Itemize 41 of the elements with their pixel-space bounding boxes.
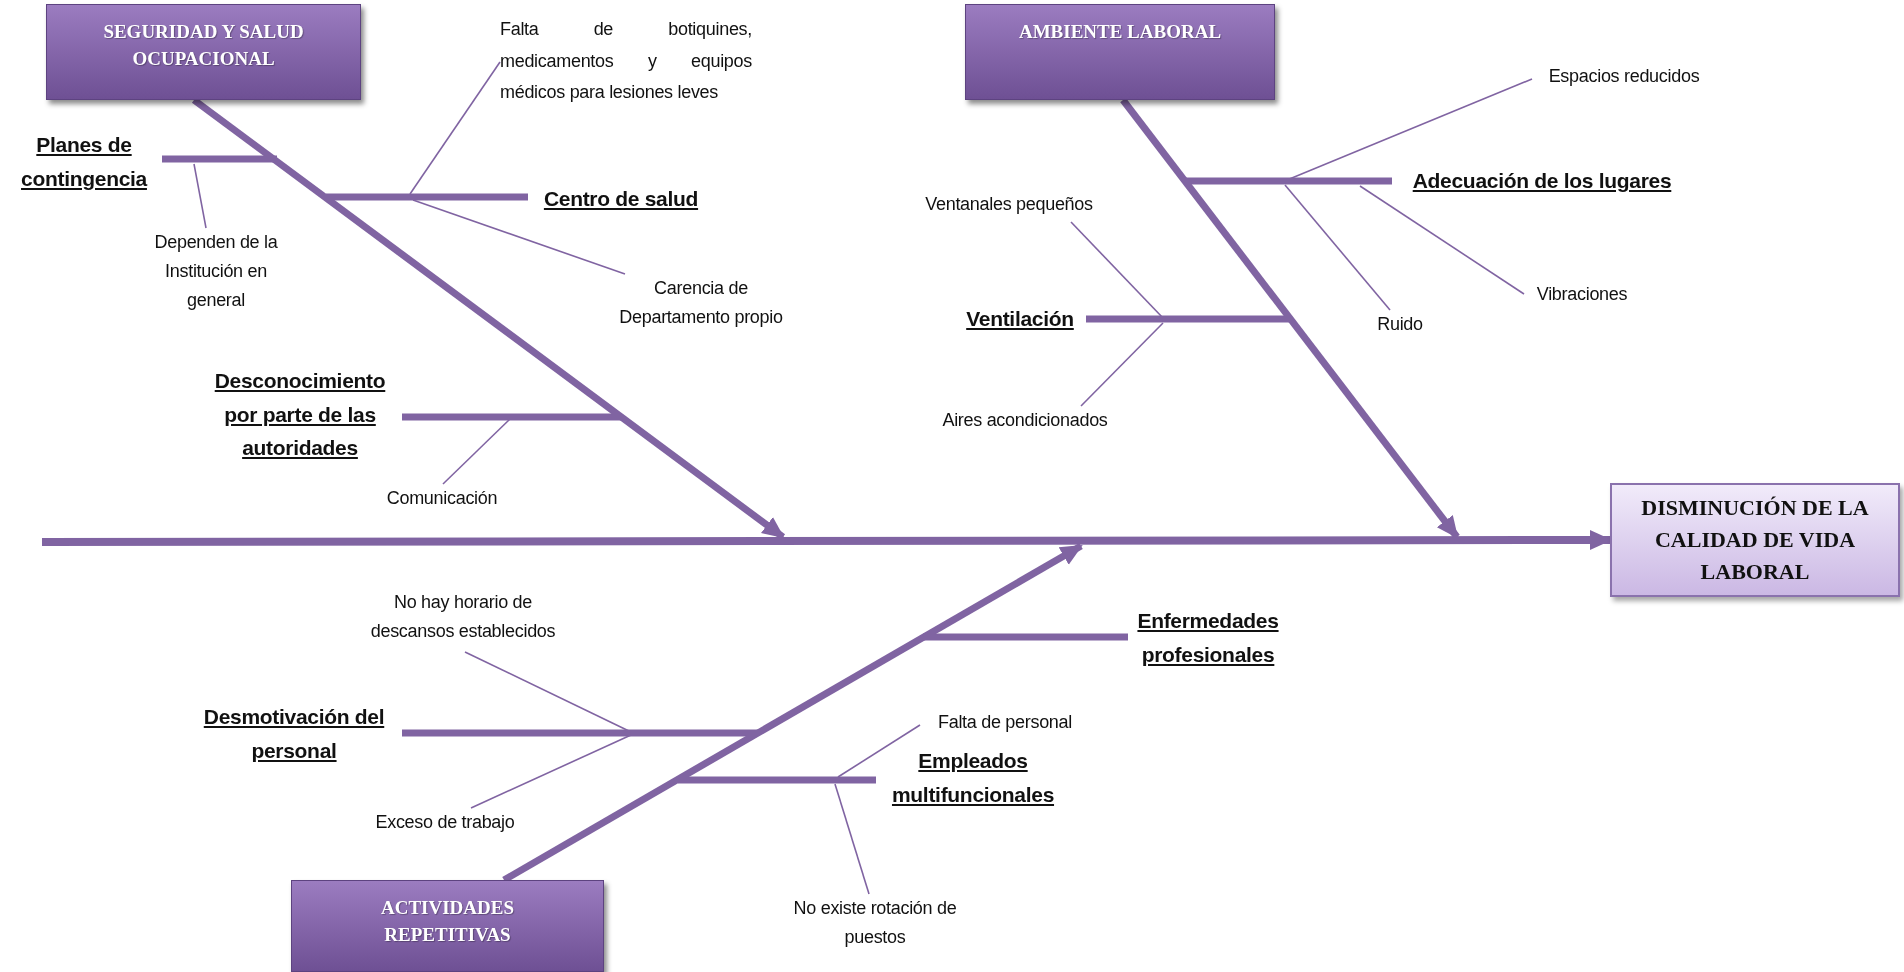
sub-cause-text: Aires acondicionados xyxy=(920,406,1130,438)
leader-line xyxy=(412,199,626,275)
leader-line xyxy=(1284,184,1391,311)
leader-line xyxy=(837,724,921,778)
cause-label: Empleados multifuncionales xyxy=(876,744,1070,814)
leader-line xyxy=(1070,221,1164,319)
sub-cause-text: No hay horario de descansos establecidos xyxy=(356,588,570,652)
leader-line xyxy=(834,783,870,895)
category-box xyxy=(46,4,361,100)
leader-line xyxy=(193,163,207,229)
leader-line xyxy=(409,61,501,195)
leader-line xyxy=(464,651,632,733)
cause-label: Adecuación de los lugares xyxy=(1392,164,1692,198)
category-title: SEGURIDAD Y SALUD OCUPACIONAL xyxy=(102,20,305,71)
sub-cause-text: Ventanales pequeños xyxy=(906,190,1112,222)
sub-cause-text: Dependen de la Institución en general xyxy=(136,228,296,320)
cause-label: Enfermedades profesionales xyxy=(1128,604,1288,674)
category-title: ACTIVIDADES REPETITIVAS xyxy=(380,896,515,947)
cause-label: Planes de contingencia xyxy=(6,128,162,196)
sub-cause-text: No existe rotación de puestos xyxy=(770,894,980,958)
cause-label: Ventilación xyxy=(954,302,1086,336)
cause-label: Centro de salud xyxy=(528,182,714,216)
sub-cause-text: Ruido xyxy=(1368,310,1432,342)
sub-cause-text: Espacios reducidos xyxy=(1532,62,1716,94)
sub-cause-text: Exceso de trabajo xyxy=(356,808,534,840)
sub-cause-text: Vibraciones xyxy=(1524,280,1640,312)
sub-cause-text: Falta de botiquines, medicamentos y equipos médicos para lesiones leves xyxy=(500,14,752,110)
sub-cause-text: Falta de personal xyxy=(920,708,1090,740)
leader-line xyxy=(470,734,632,809)
cause-label: Desconocimiento por parte de las autoridades xyxy=(198,364,402,472)
leader-line xyxy=(442,418,511,485)
category-box xyxy=(965,4,1275,100)
sub-cause-text: Carencia de Departamento propio xyxy=(598,274,804,338)
sub-cause-text: Comunicación xyxy=(372,484,512,516)
cause-label: Desmotivación del personal xyxy=(186,700,402,768)
effect-box xyxy=(1610,483,1900,597)
leader-line xyxy=(1080,322,1164,407)
category-box xyxy=(291,880,604,972)
effect-title: DISMINUCIÓN DE LA CALIDAD DE VIDA LABORAL xyxy=(1640,494,1870,586)
leader-line xyxy=(1359,185,1525,295)
category-title: AMBIENTE LABORAL xyxy=(1018,20,1222,44)
